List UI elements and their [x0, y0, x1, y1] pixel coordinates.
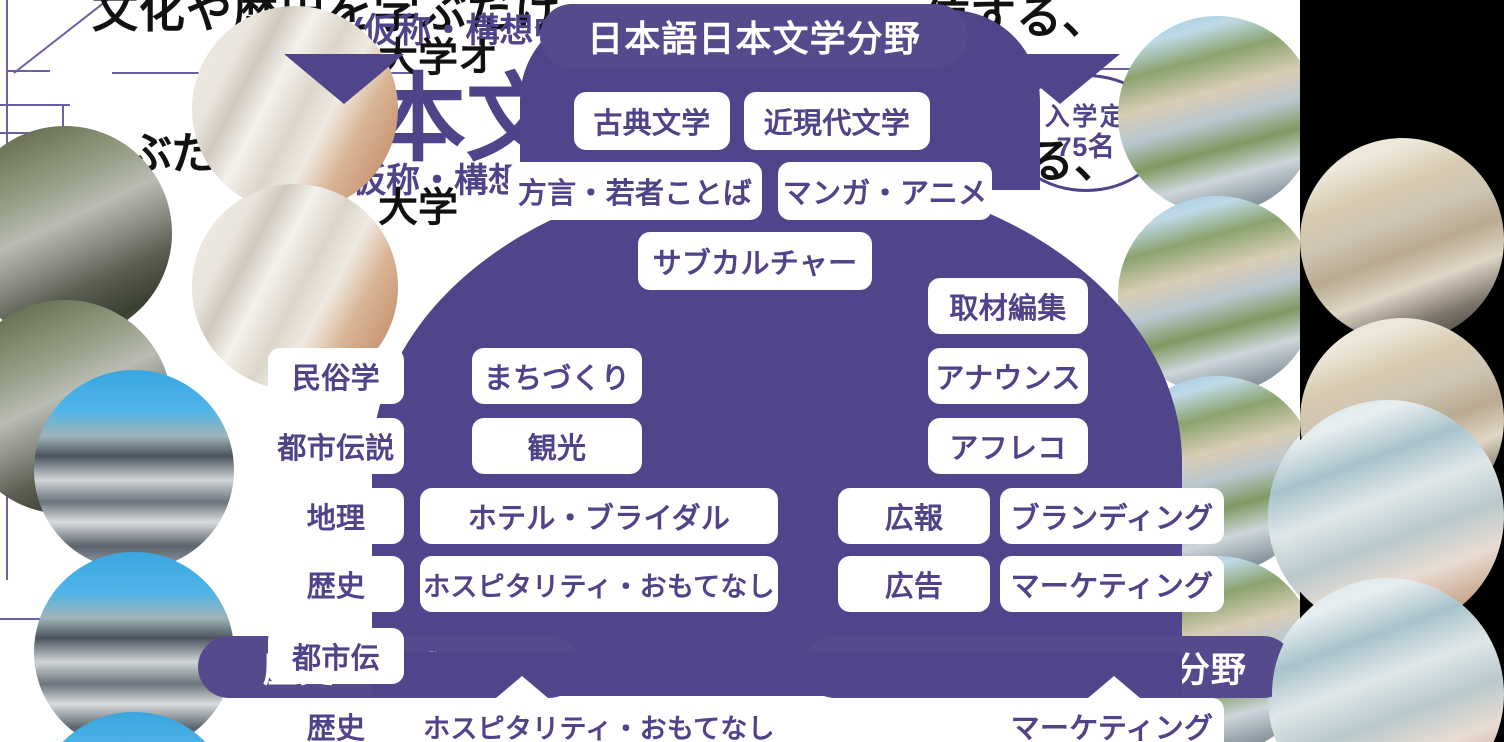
chip-label: 広報: [884, 503, 944, 535]
chip-marketing[interactable]: マーケティング: [1000, 556, 1224, 612]
chip-branding[interactable]: ブランディング: [1000, 488, 1224, 544]
chip-subculture[interactable]: サブカルチャー: [638, 232, 872, 290]
chip-label: 民俗学: [292, 363, 380, 395]
chip-label: ホテル・ブライダル: [467, 503, 731, 535]
anime-street-photo: [1118, 16, 1316, 214]
chip-classic-literature[interactable]: 古典文学: [574, 92, 730, 150]
chip-label: 地理: [306, 503, 366, 535]
chip-public-relations[interactable]: 広報: [838, 488, 990, 544]
chip-pointer-icon: [1088, 676, 1140, 698]
bg-university-2: 大学: [378, 186, 458, 230]
japanese-castle-photo: [34, 552, 234, 742]
chip-label: 歴史: [306, 571, 366, 603]
chip-label: 都市伝説: [277, 433, 395, 465]
book-reading-photo: [192, 6, 398, 212]
chip-announcing[interactable]: アナウンス: [928, 348, 1088, 404]
pill-japanese-literature[interactable]: 日本語日本文学分野: [540, 4, 968, 68]
chip-manga-anime[interactable]: マンガ・アニメ: [778, 162, 992, 220]
bg-tentative-2: 仮称・構想): [352, 162, 534, 200]
chip-label: 観光: [527, 433, 587, 465]
dome-notch-right-icon: [1000, 54, 1120, 104]
chip-editing[interactable]: 取材編集: [928, 278, 1088, 334]
chip-marketing-repeat: マーケティング: [1000, 698, 1224, 742]
chip-label: 歴史: [306, 713, 366, 742]
chip-history-repeat: 歴史: [268, 698, 404, 742]
dome-notch-left-icon: [284, 54, 404, 104]
capacity-label: 入学定: [1044, 103, 1128, 132]
chip-label: 都市伝: [292, 643, 380, 675]
chip-label: 取材編集: [949, 293, 1067, 325]
chip-hotel-bridal[interactable]: ホテル・ブライダル: [420, 488, 778, 544]
chip-label: 古典文学: [593, 108, 711, 140]
desk-writing-photo: [1300, 138, 1504, 342]
chip-tourism[interactable]: 観光: [472, 418, 642, 474]
chip-town-making[interactable]: まちづくり: [472, 348, 642, 404]
chip-geography[interactable]: 地理: [268, 488, 404, 544]
chip-label: 広告: [884, 571, 944, 603]
japanese-castle-photo: [34, 370, 234, 570]
chip-urban-legend-repeat: 都市伝: [268, 628, 404, 684]
chip-label: マンガ・アニメ: [782, 178, 988, 210]
deco-rule: [0, 618, 56, 620]
deco-rule: [6, 70, 50, 72]
chip-advertising[interactable]: 広告: [838, 556, 990, 612]
chip-urban-legend[interactable]: 都市伝説: [268, 418, 404, 474]
chip-pointer-icon: [496, 676, 548, 698]
deco-rule: [62, 104, 64, 134]
chip-label: 方言・若者ことば: [517, 178, 753, 210]
chip-hospitality[interactable]: ホスピタリティ・おもてなし: [420, 556, 778, 612]
chip-dubbing[interactable]: アフレコ: [928, 418, 1088, 474]
chip-dialect-youth-language[interactable]: 方言・若者ことば: [508, 162, 762, 220]
chip-label: サブカルチャー: [652, 248, 858, 280]
chip-folklore[interactable]: 民俗学: [268, 348, 404, 404]
repeat-band-bg: [372, 652, 1182, 696]
chip-label: アフレコ: [949, 433, 1067, 465]
chip-label: ホスピタリティ・おもてなし: [423, 713, 775, 742]
chip-label: マーケティング: [1010, 571, 1214, 603]
chip-label: 近現代文学: [763, 108, 911, 140]
deco-rule: [0, 104, 70, 106]
chip-label: ホスピタリティ・おもてなし: [423, 571, 775, 602]
chip-history[interactable]: 歴史: [268, 556, 404, 612]
chip-hospitality-repeat: ホスピタリティ・おもてなし: [420, 698, 778, 742]
chip-label: アナウンス: [935, 363, 1081, 395]
chip-label: ブランディング: [1010, 503, 1214, 535]
pill-label: 日本語日本文学分野: [587, 18, 921, 59]
chip-label: マーケティング: [1010, 713, 1214, 742]
bg-tentative-1: (仮称・構想中: [352, 12, 568, 50]
chip-label: まちづくり: [483, 363, 631, 395]
capacity-value: 75名: [1056, 131, 1116, 162]
chip-modern-literature[interactable]: 近現代文学: [744, 92, 930, 150]
